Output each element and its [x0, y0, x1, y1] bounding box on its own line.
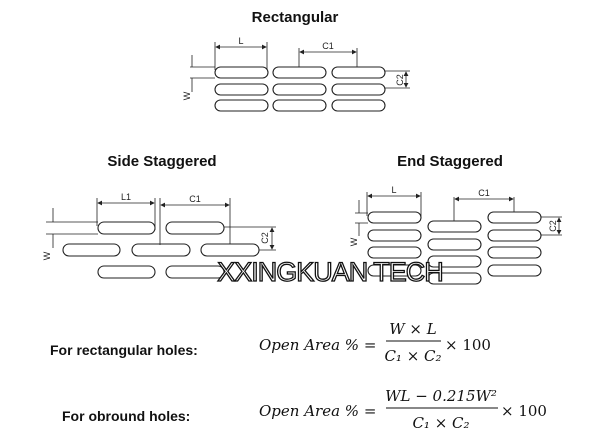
- watermark: XXINGKUAN TECH: [217, 257, 443, 287]
- formula-label-obround: For obround holes:: [62, 408, 190, 424]
- rectangular-pattern: [190, 42, 410, 112]
- dim-c2-side: C2: [260, 232, 270, 244]
- dim-w-end: W: [349, 237, 359, 246]
- end-staggered-title: End Staggered: [397, 153, 503, 170]
- formula-lhs-obround: Open Area % =: [259, 402, 376, 420]
- dim-l-end: L: [391, 185, 396, 195]
- dim-c1: C1: [322, 41, 334, 51]
- dim-l: L: [238, 36, 243, 46]
- formula-numerator-rectangular: W × L: [389, 320, 437, 338]
- end-staggered-pattern: [355, 192, 562, 285]
- formula-label-rectangular: For rectangular holes:: [50, 342, 198, 358]
- formula-denominator-obround: C₁ × C₂: [412, 414, 469, 432]
- side-staggered-title: Side Staggered: [107, 153, 216, 170]
- formula-factor-obround: × 100: [501, 402, 547, 420]
- dim-c1-side: C1: [189, 194, 201, 204]
- dim-c2: C2: [395, 74, 405, 86]
- rectangular-title: Rectangular: [252, 9, 339, 26]
- formula-numerator-obround: WL − 0.215W²: [385, 387, 497, 405]
- dim-w-side: W: [42, 251, 52, 260]
- formula-factor-rectangular: × 100: [445, 336, 491, 354]
- dim-c2-end: C2: [548, 220, 558, 232]
- dim-l1: L1: [121, 192, 131, 202]
- dim-c1-end: C1: [478, 188, 490, 198]
- dim-w: W: [182, 91, 192, 100]
- formula-lhs-rectangular: Open Area % =: [259, 336, 376, 354]
- formula-denominator-rectangular: C₁ × C₂: [384, 347, 441, 365]
- side-staggered-pattern: [46, 198, 276, 279]
